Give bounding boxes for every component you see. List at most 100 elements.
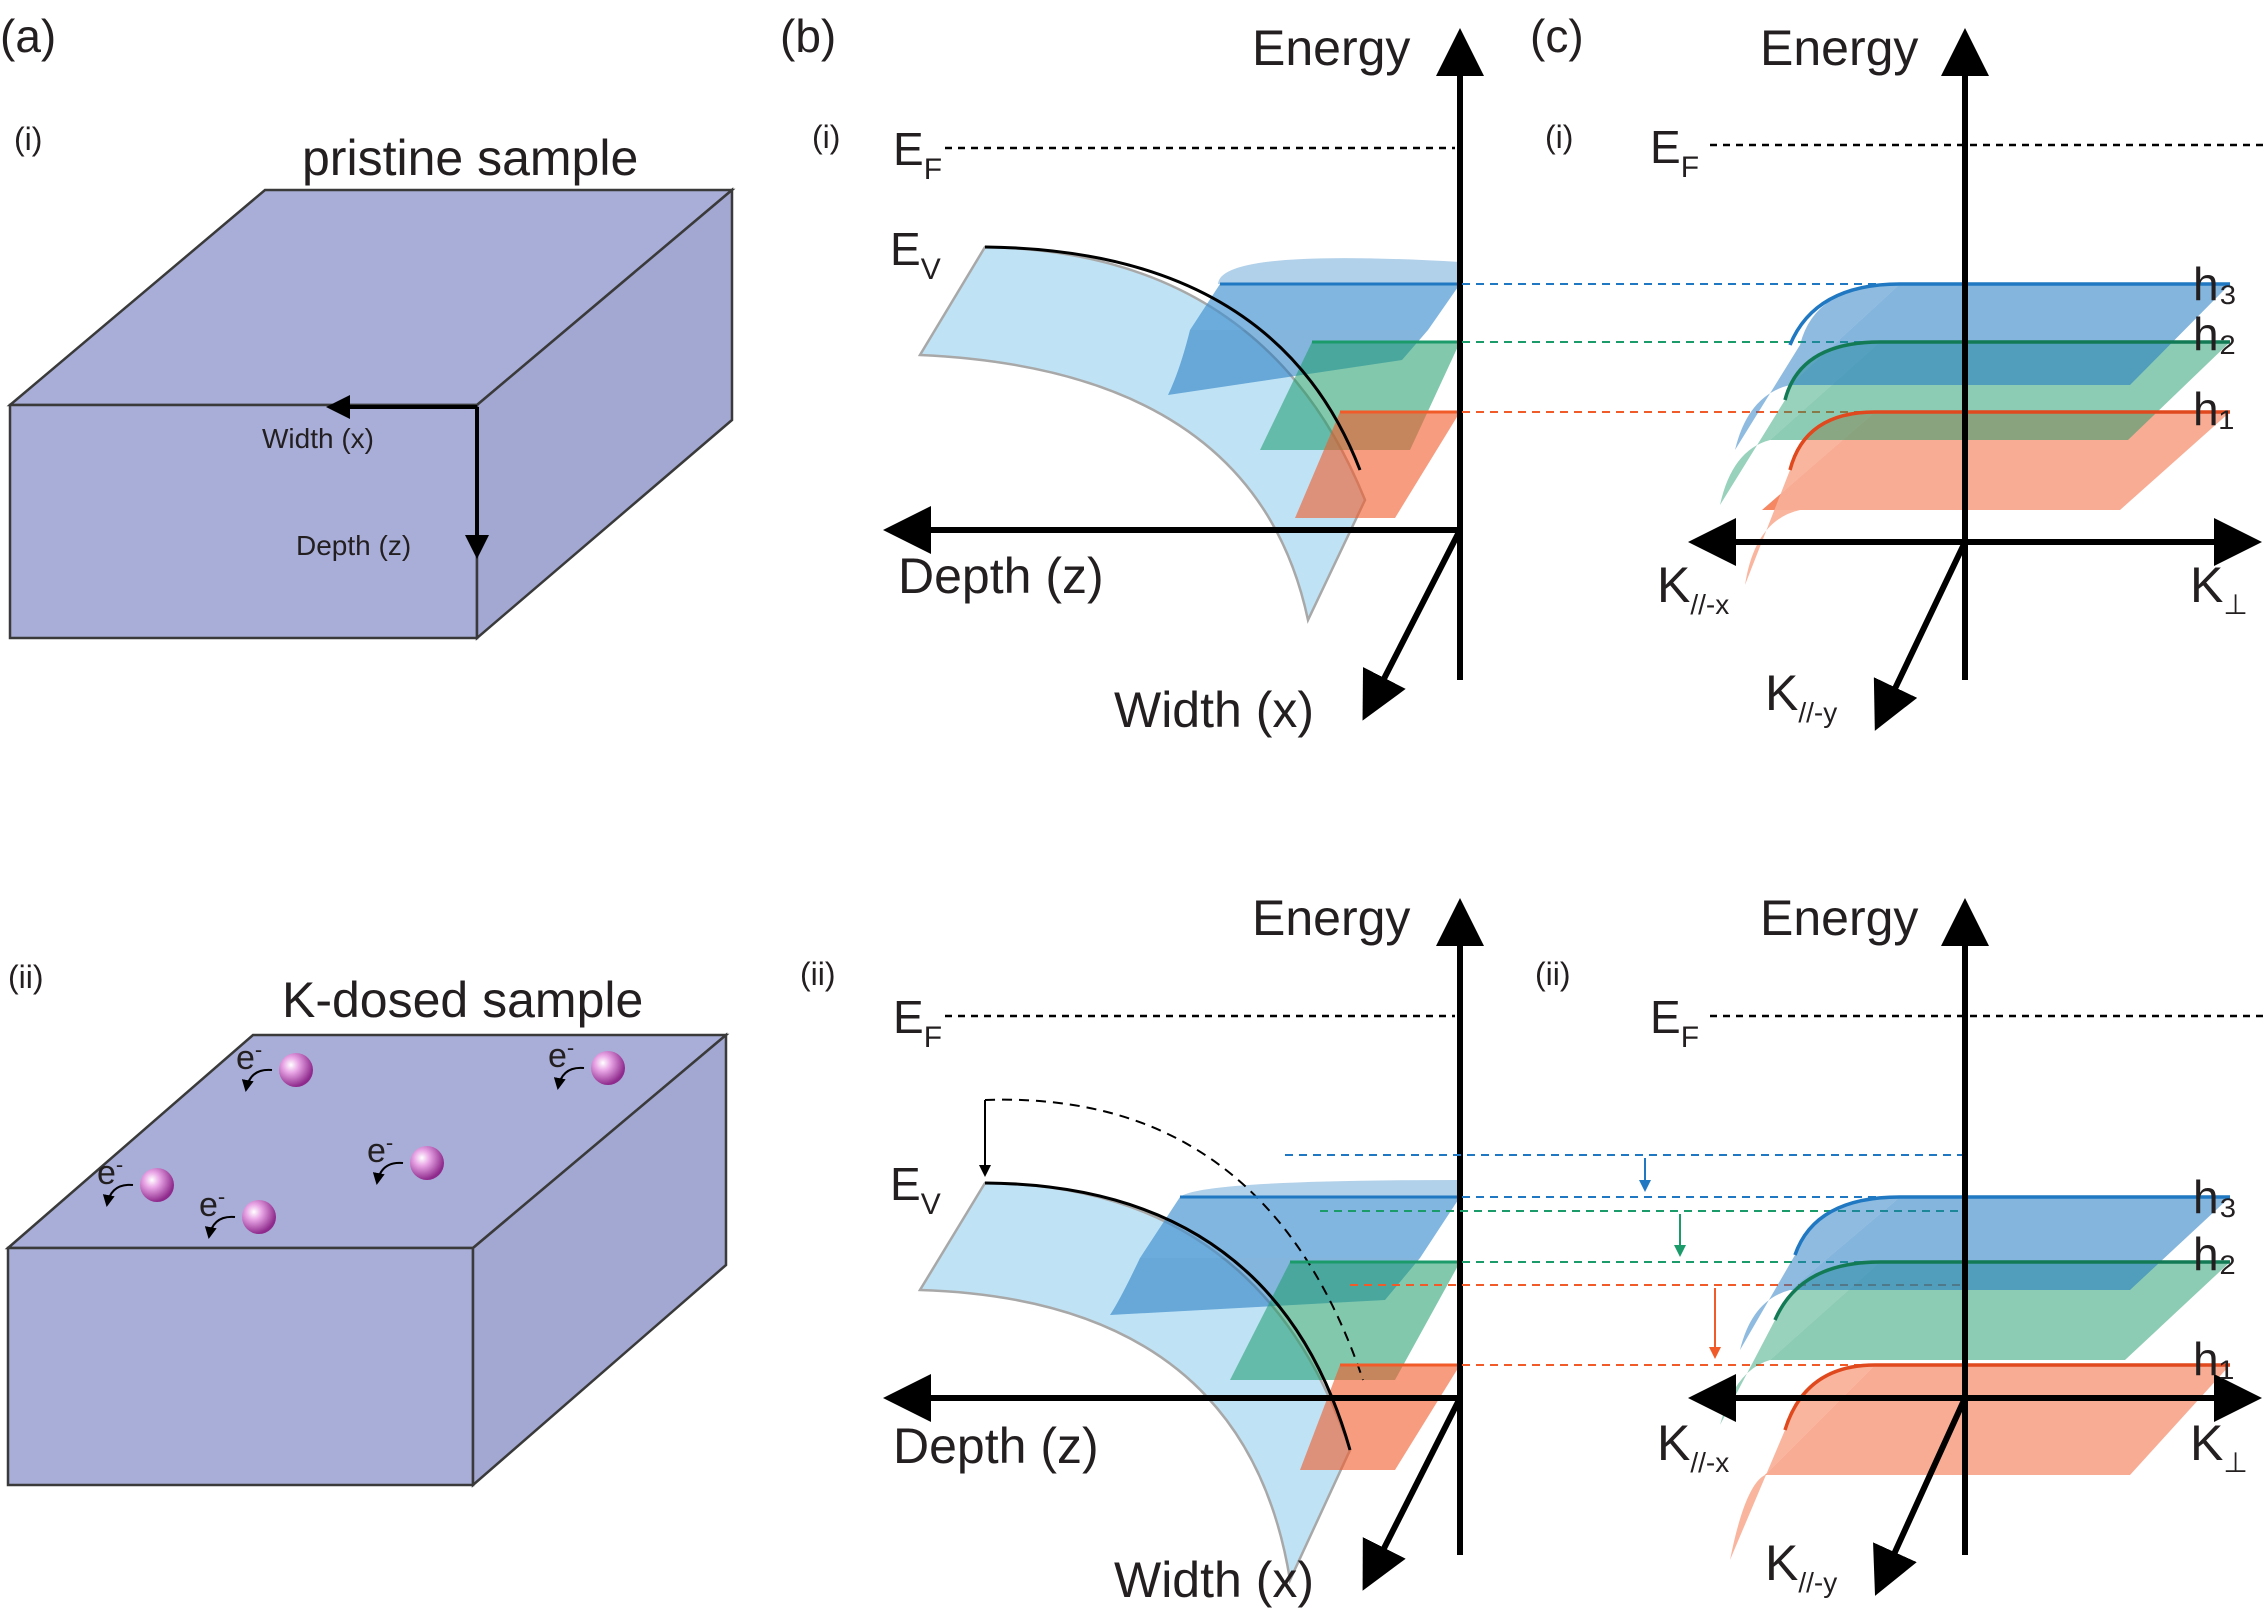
ev-label-b-top: EV bbox=[890, 223, 941, 286]
panel-label-b-i: (i) bbox=[812, 119, 840, 155]
k-main: K bbox=[1657, 1415, 1690, 1471]
h2-band-edge bbox=[1773, 1260, 2230, 1321]
potassium-atom: e- bbox=[548, 1035, 625, 1090]
energy-label-b-bottom: Energy bbox=[1252, 890, 1410, 946]
ev-curve bbox=[984, 1181, 1352, 1451]
pristine-sample-box bbox=[6, 187, 736, 641]
electron-label: e bbox=[367, 1132, 386, 1170]
depth-label-b-bottom: Depth (z) bbox=[893, 1418, 1099, 1474]
ef-label-c-bottom: EF bbox=[1650, 991, 1699, 1054]
svg-text:e-: e- bbox=[97, 1152, 123, 1192]
ef-sub: F bbox=[924, 153, 942, 186]
k-plot-bottom bbox=[1688, 898, 2265, 1596]
panel-label-c: (c) bbox=[1530, 10, 1584, 62]
ef-main: E bbox=[893, 991, 924, 1043]
svg-text:e-: e- bbox=[199, 1184, 225, 1224]
ev-main: E bbox=[890, 1158, 921, 1210]
h3-band-edge bbox=[1793, 1195, 2230, 1256]
h3-band-edge bbox=[1788, 282, 2230, 346]
electron-charge: - bbox=[567, 1035, 574, 1060]
kdosed-sample-label: K-dosed sample bbox=[282, 972, 643, 1028]
ky-axis bbox=[1873, 540, 1968, 731]
k-main: K bbox=[1765, 665, 1798, 721]
svg-text:e-: e- bbox=[367, 1130, 393, 1170]
svg-text:e-: e- bbox=[548, 1035, 574, 1075]
potassium-atom: e- bbox=[236, 1037, 313, 1092]
k-plot-top bbox=[1688, 28, 2265, 731]
electron-charge: - bbox=[116, 1152, 123, 1177]
kx-label-top: K//-x bbox=[1657, 557, 1729, 620]
k-sub: //-y bbox=[1798, 697, 1837, 728]
h3-label-top: h₃ bbox=[2193, 258, 2237, 310]
band-plot-top bbox=[883, 28, 1484, 721]
ev-sub: V bbox=[921, 253, 941, 286]
sample-depth-label: Depth (z) bbox=[296, 530, 411, 561]
ky-label-bottom: K//-y bbox=[1765, 1535, 1837, 1598]
kperp-label-top: K⊥ bbox=[2190, 557, 2248, 620]
width-axis bbox=[1362, 1396, 1463, 1591]
ev-curve-original bbox=[984, 1098, 1364, 1381]
k-sub: //-x bbox=[1690, 589, 1729, 620]
width-axis bbox=[1362, 528, 1463, 721]
ef-main: E bbox=[1650, 991, 1681, 1043]
k-main: K bbox=[1765, 1535, 1798, 1591]
k-main: K bbox=[2190, 1415, 2223, 1471]
potassium-atom: e- bbox=[199, 1184, 276, 1239]
potassium-atom: e- bbox=[97, 1152, 174, 1207]
electron-charge: - bbox=[255, 1037, 262, 1062]
ev-curve bbox=[984, 245, 1362, 471]
panel-label-a-i: (i) bbox=[14, 121, 42, 157]
sample-width-label: Width (x) bbox=[262, 423, 374, 454]
width-label-b-top: Width (x) bbox=[1114, 682, 1314, 738]
energy-label-c-top: Energy bbox=[1760, 20, 1918, 76]
panel-label-c-ii: (ii) bbox=[1535, 956, 1571, 992]
energy-label-b-top: Energy bbox=[1252, 20, 1410, 76]
ef-main: E bbox=[1650, 121, 1681, 173]
panel-label-a: (a) bbox=[0, 10, 56, 62]
k-sub: //-x bbox=[1690, 1447, 1729, 1478]
width-label-b-bottom: Width (x) bbox=[1114, 1552, 1314, 1608]
panel-label-c-i: (i) bbox=[1545, 119, 1573, 155]
electron-label: e bbox=[97, 1154, 116, 1192]
ev-label-b-bottom: EV bbox=[890, 1158, 941, 1221]
ev-main: E bbox=[890, 223, 921, 275]
ef-label-b-bottom: EF bbox=[893, 991, 942, 1054]
ky-axis bbox=[1873, 1396, 1968, 1596]
ky-label-top: K//-y bbox=[1765, 665, 1837, 728]
electron-label: e bbox=[236, 1039, 255, 1077]
h3-label-bottom: h₃ bbox=[2193, 1171, 2237, 1223]
h2-label-bottom: h₂ bbox=[2193, 1228, 2236, 1280]
h1-label-bottom: h₁ bbox=[2193, 1333, 2234, 1385]
electron-label: e bbox=[199, 1186, 218, 1224]
ef-sub: F bbox=[924, 1021, 942, 1054]
k-main: K bbox=[1657, 557, 1690, 613]
k-sub: //-y bbox=[1798, 1567, 1837, 1598]
electron-label: e bbox=[548, 1037, 567, 1075]
depth-label-b-top: Depth (z) bbox=[898, 548, 1104, 604]
ef-label-b-top: EF bbox=[893, 123, 942, 186]
k-sub: ⊥ bbox=[2223, 589, 2247, 620]
ef-main: E bbox=[893, 123, 924, 175]
electron-charge: - bbox=[386, 1130, 393, 1155]
pristine-sample-label: pristine sample bbox=[302, 130, 638, 186]
energy-label-c-bottom: Energy bbox=[1760, 890, 1918, 946]
band-plot-bottom bbox=[883, 898, 1484, 1591]
k-sub: ⊥ bbox=[2223, 1447, 2247, 1478]
k-main: K bbox=[2190, 557, 2223, 613]
kdosed-sample-box bbox=[4, 1032, 730, 1488]
h2-band-edge bbox=[1783, 340, 2230, 401]
ef-label-c-top: EF bbox=[1650, 121, 1699, 184]
ev-sub: V bbox=[921, 1188, 941, 1221]
h2-label-top: h₂ bbox=[2193, 308, 2236, 360]
kx-label-bottom: K//-x bbox=[1657, 1415, 1729, 1478]
potassium-atom: e- bbox=[367, 1130, 444, 1185]
ef-sub: F bbox=[1681, 151, 1699, 184]
panel-label-b: (b) bbox=[780, 10, 836, 62]
h1-band-edge bbox=[1788, 410, 2230, 471]
h1-label-top: h₁ bbox=[2193, 383, 2234, 435]
kperp-label-bottom: K⊥ bbox=[2190, 1415, 2248, 1478]
h1-band-edge bbox=[1783, 1363, 2230, 1431]
electron-charge: - bbox=[218, 1184, 225, 1209]
panel-label-b-ii: (ii) bbox=[800, 956, 836, 992]
